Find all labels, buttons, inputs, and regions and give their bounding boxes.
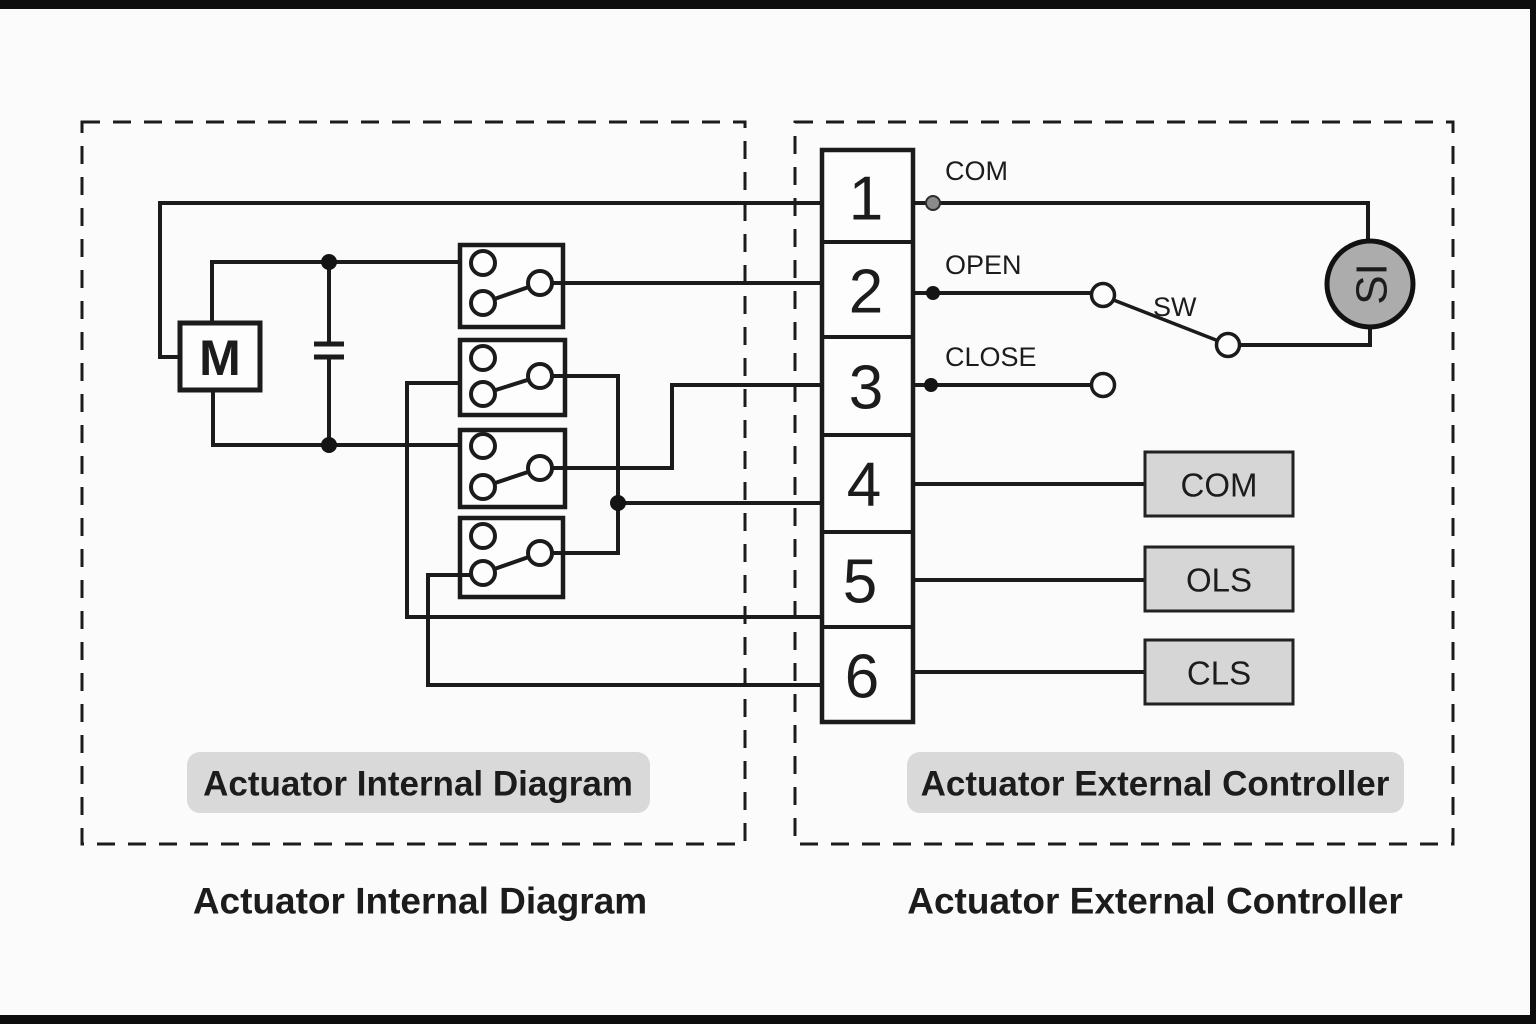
- open-tap-dot: [926, 286, 940, 300]
- wire-switch2-4-to-terminal4: [550, 374, 826, 555]
- sw-switch-arm: [1108, 296, 1224, 345]
- external-caption: Actuator External Controller: [907, 881, 1402, 922]
- com-output-label: COM: [1181, 467, 1258, 504]
- sw-label: SW: [1153, 292, 1197, 322]
- com-wire-label: COM: [945, 156, 1008, 186]
- cls-output-label: CLS: [1187, 655, 1251, 692]
- external-title-pill-label: Actuator External Controller: [921, 765, 1390, 804]
- wire-motor-bottom-rail: [211, 388, 462, 447]
- wire-terminal1-to-motor: [158, 201, 826, 359]
- si-source-label: SI: [1348, 263, 1397, 305]
- right-border: [1530, 0, 1536, 1024]
- limit-switch-1-contact-r: [526, 269, 554, 297]
- wire-switch2-to-terminal5: [405, 381, 826, 619]
- wire-switch4-to-terminal6: [426, 573, 826, 687]
- motor-box: [177, 320, 263, 393]
- close-contact: [1089, 371, 1117, 399]
- limit-switch-2-contact-tl: [469, 344, 497, 372]
- sw-contact-open: [1089, 281, 1117, 309]
- sw-contact-common: [1214, 331, 1242, 359]
- ols-output-label: OLS: [1186, 562, 1252, 599]
- wire-motor-top-rail: [210, 260, 462, 325]
- close-wire-label: CLOSE: [945, 342, 1037, 372]
- internal-dashed-box: [80, 120, 747, 846]
- motor-label: M: [199, 330, 241, 386]
- top-border: [0, 0, 1536, 9]
- cls-output-box: [1143, 638, 1295, 706]
- limit-switch-2-contact-r: [526, 362, 554, 390]
- limit-switch-1-contact-bl: [469, 289, 497, 317]
- external-dashed-box: [793, 120, 1455, 846]
- com-tap-dot: [925, 195, 941, 211]
- terminal-6-number: 6: [845, 643, 879, 712]
- internal-title-pill-label: Actuator Internal Diagram: [203, 765, 633, 804]
- limit-switch-4-contact-bl: [469, 559, 497, 587]
- limit-switch-1-contact-tl: [469, 249, 497, 277]
- limit-switch-3-contact-r: [526, 454, 554, 482]
- external-title-pill: [907, 752, 1404, 813]
- terminal-1-number: 1: [849, 165, 883, 234]
- junction-dot-cap-bottom: [321, 437, 337, 453]
- si-source-circle: [1324, 238, 1416, 330]
- limit-switch-3-contact-tl: [469, 432, 497, 460]
- limit-switch-4-contact-tl: [469, 522, 497, 550]
- terminal-4-number: 4: [847, 451, 881, 520]
- com-output-box: [1143, 450, 1295, 518]
- junction-dot-cap-top: [321, 254, 337, 270]
- open-wire-label: OPEN: [945, 250, 1022, 280]
- junction-dot-terminal4-bus: [610, 495, 626, 511]
- internal-title-pill: [187, 752, 650, 813]
- internal-caption: Actuator Internal Diagram: [193, 881, 647, 922]
- limit-switch-2-contact-bl: [469, 380, 497, 408]
- bottom-border: [0, 1015, 1536, 1024]
- wire-com-to-source: [911, 201, 1370, 243]
- wire-switch-to-source: [1238, 325, 1372, 347]
- ols-output-box: [1143, 545, 1295, 613]
- limit-switch-4-contact-r: [526, 539, 554, 567]
- terminal-5-number: 5: [843, 548, 877, 617]
- limit-switch-3-contact-bl: [469, 473, 497, 501]
- wire-switch3-to-terminal3: [550, 383, 826, 470]
- terminal-2-number: 2: [849, 258, 883, 327]
- terminal-3-number: 3: [849, 354, 883, 423]
- close-tap-dot: [924, 378, 938, 392]
